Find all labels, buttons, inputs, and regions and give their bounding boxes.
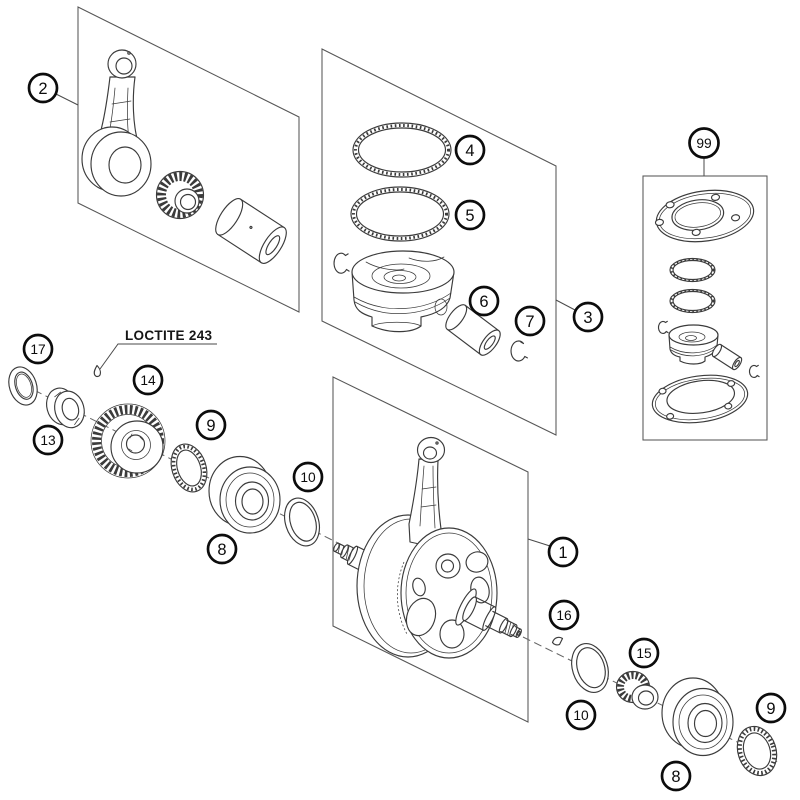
svg-text:2: 2 [38,80,47,98]
primary-gear-14 [90,403,166,479]
callout-10-right[interactable]: 10 [565,699,597,731]
callout-5[interactable]: 5 [454,199,486,231]
svg-text:5: 5 [465,207,474,225]
svg-text:14: 14 [140,373,156,388]
svg-text:6: 6 [479,293,488,311]
woodruff-key-16 [551,636,564,646]
svg-text:4: 4 [465,142,474,160]
callout-3[interactable]: 3 [572,301,604,333]
callout-7[interactable]: 7 [514,305,546,337]
piston-ring-second [350,186,450,242]
callout-4[interactable]: 4 [454,134,486,166]
svg-text:15: 15 [636,646,652,661]
leader-callout-3 [555,299,576,311]
piston-ring-top [352,122,452,178]
box-cylinder-kit [642,175,768,441]
leader-callout-1 [527,538,551,547]
svg-text:16: 16 [556,608,572,623]
nut-13 [46,387,85,429]
svg-text:10: 10 [573,708,589,723]
svg-text:8: 8 [671,768,680,786]
leader-callout-2 [55,93,79,106]
piston-pin-99 [711,343,743,371]
callout-10-left[interactable]: 10 [292,461,324,493]
svg-text:8: 8 [217,541,226,559]
piston-99 [668,324,719,365]
needle-bearing [155,170,205,220]
circlip-7 [510,340,528,362]
circlip-99-right [748,364,760,378]
callout-8-left[interactable]: 8 [206,533,238,565]
head-gasket [654,189,755,243]
box-piston-kit [321,48,557,436]
piston-pin-6 [445,304,501,356]
callout-99[interactable]: 99 [688,127,720,159]
box-conrod-kit [77,6,300,313]
shim-10-right [571,643,609,693]
callout-2[interactable]: 2 [27,72,59,104]
svg-text:1: 1 [558,544,567,562]
ring-99-top [669,257,716,283]
connecting-rod [81,49,152,197]
loctite-note: LOCTITE 243 [125,328,213,343]
svg-text:9: 9 [206,417,215,435]
piston [351,250,455,333]
callout-8-right[interactable]: 8 [660,760,692,792]
shim-10-left [284,497,320,547]
main-bearing-8-left [208,455,281,534]
callout-1[interactable]: 1 [547,536,579,568]
svg-text:99: 99 [696,136,712,151]
callout-16[interactable]: 16 [548,599,580,631]
callout-17[interactable]: 17 [22,333,54,365]
loctite-leader [99,343,217,370]
circlip-99-left [657,320,669,334]
svg-text:17: 17 [30,342,45,357]
callout-9-left[interactable]: 9 [195,409,227,441]
crank-shaft-right [455,588,522,639]
loctite-drop-icon [93,364,102,378]
svg-text:9: 9 [766,700,775,718]
callout-6[interactable]: 6 [468,285,500,317]
callout-14[interactable]: 14 [132,364,164,396]
lock-washer-17 [8,366,38,406]
ring-99-second [669,288,716,314]
svg-text:3: 3 [583,309,592,327]
main-bearing-8-right [661,677,734,757]
base-gasket [651,374,749,424]
seal-ring-9-left [170,443,208,493]
crankshaft-assembly [333,436,522,659]
piston-pin [215,198,287,264]
callout-9-right[interactable]: 9 [755,692,787,724]
callout-13[interactable]: 13 [32,424,64,456]
callout-15[interactable]: 15 [628,637,660,669]
crank-shaft-left-stub [333,542,369,571]
circlip-left [333,252,350,274]
svg-text:10: 10 [300,470,316,485]
box-crankshaft [332,376,529,723]
svg-text:7: 7 [525,313,534,331]
bearing-15 [615,670,659,710]
crank-connecting-rod [408,436,446,549]
seal-ring-9-right [736,725,778,777]
svg-text:13: 13 [40,433,56,448]
